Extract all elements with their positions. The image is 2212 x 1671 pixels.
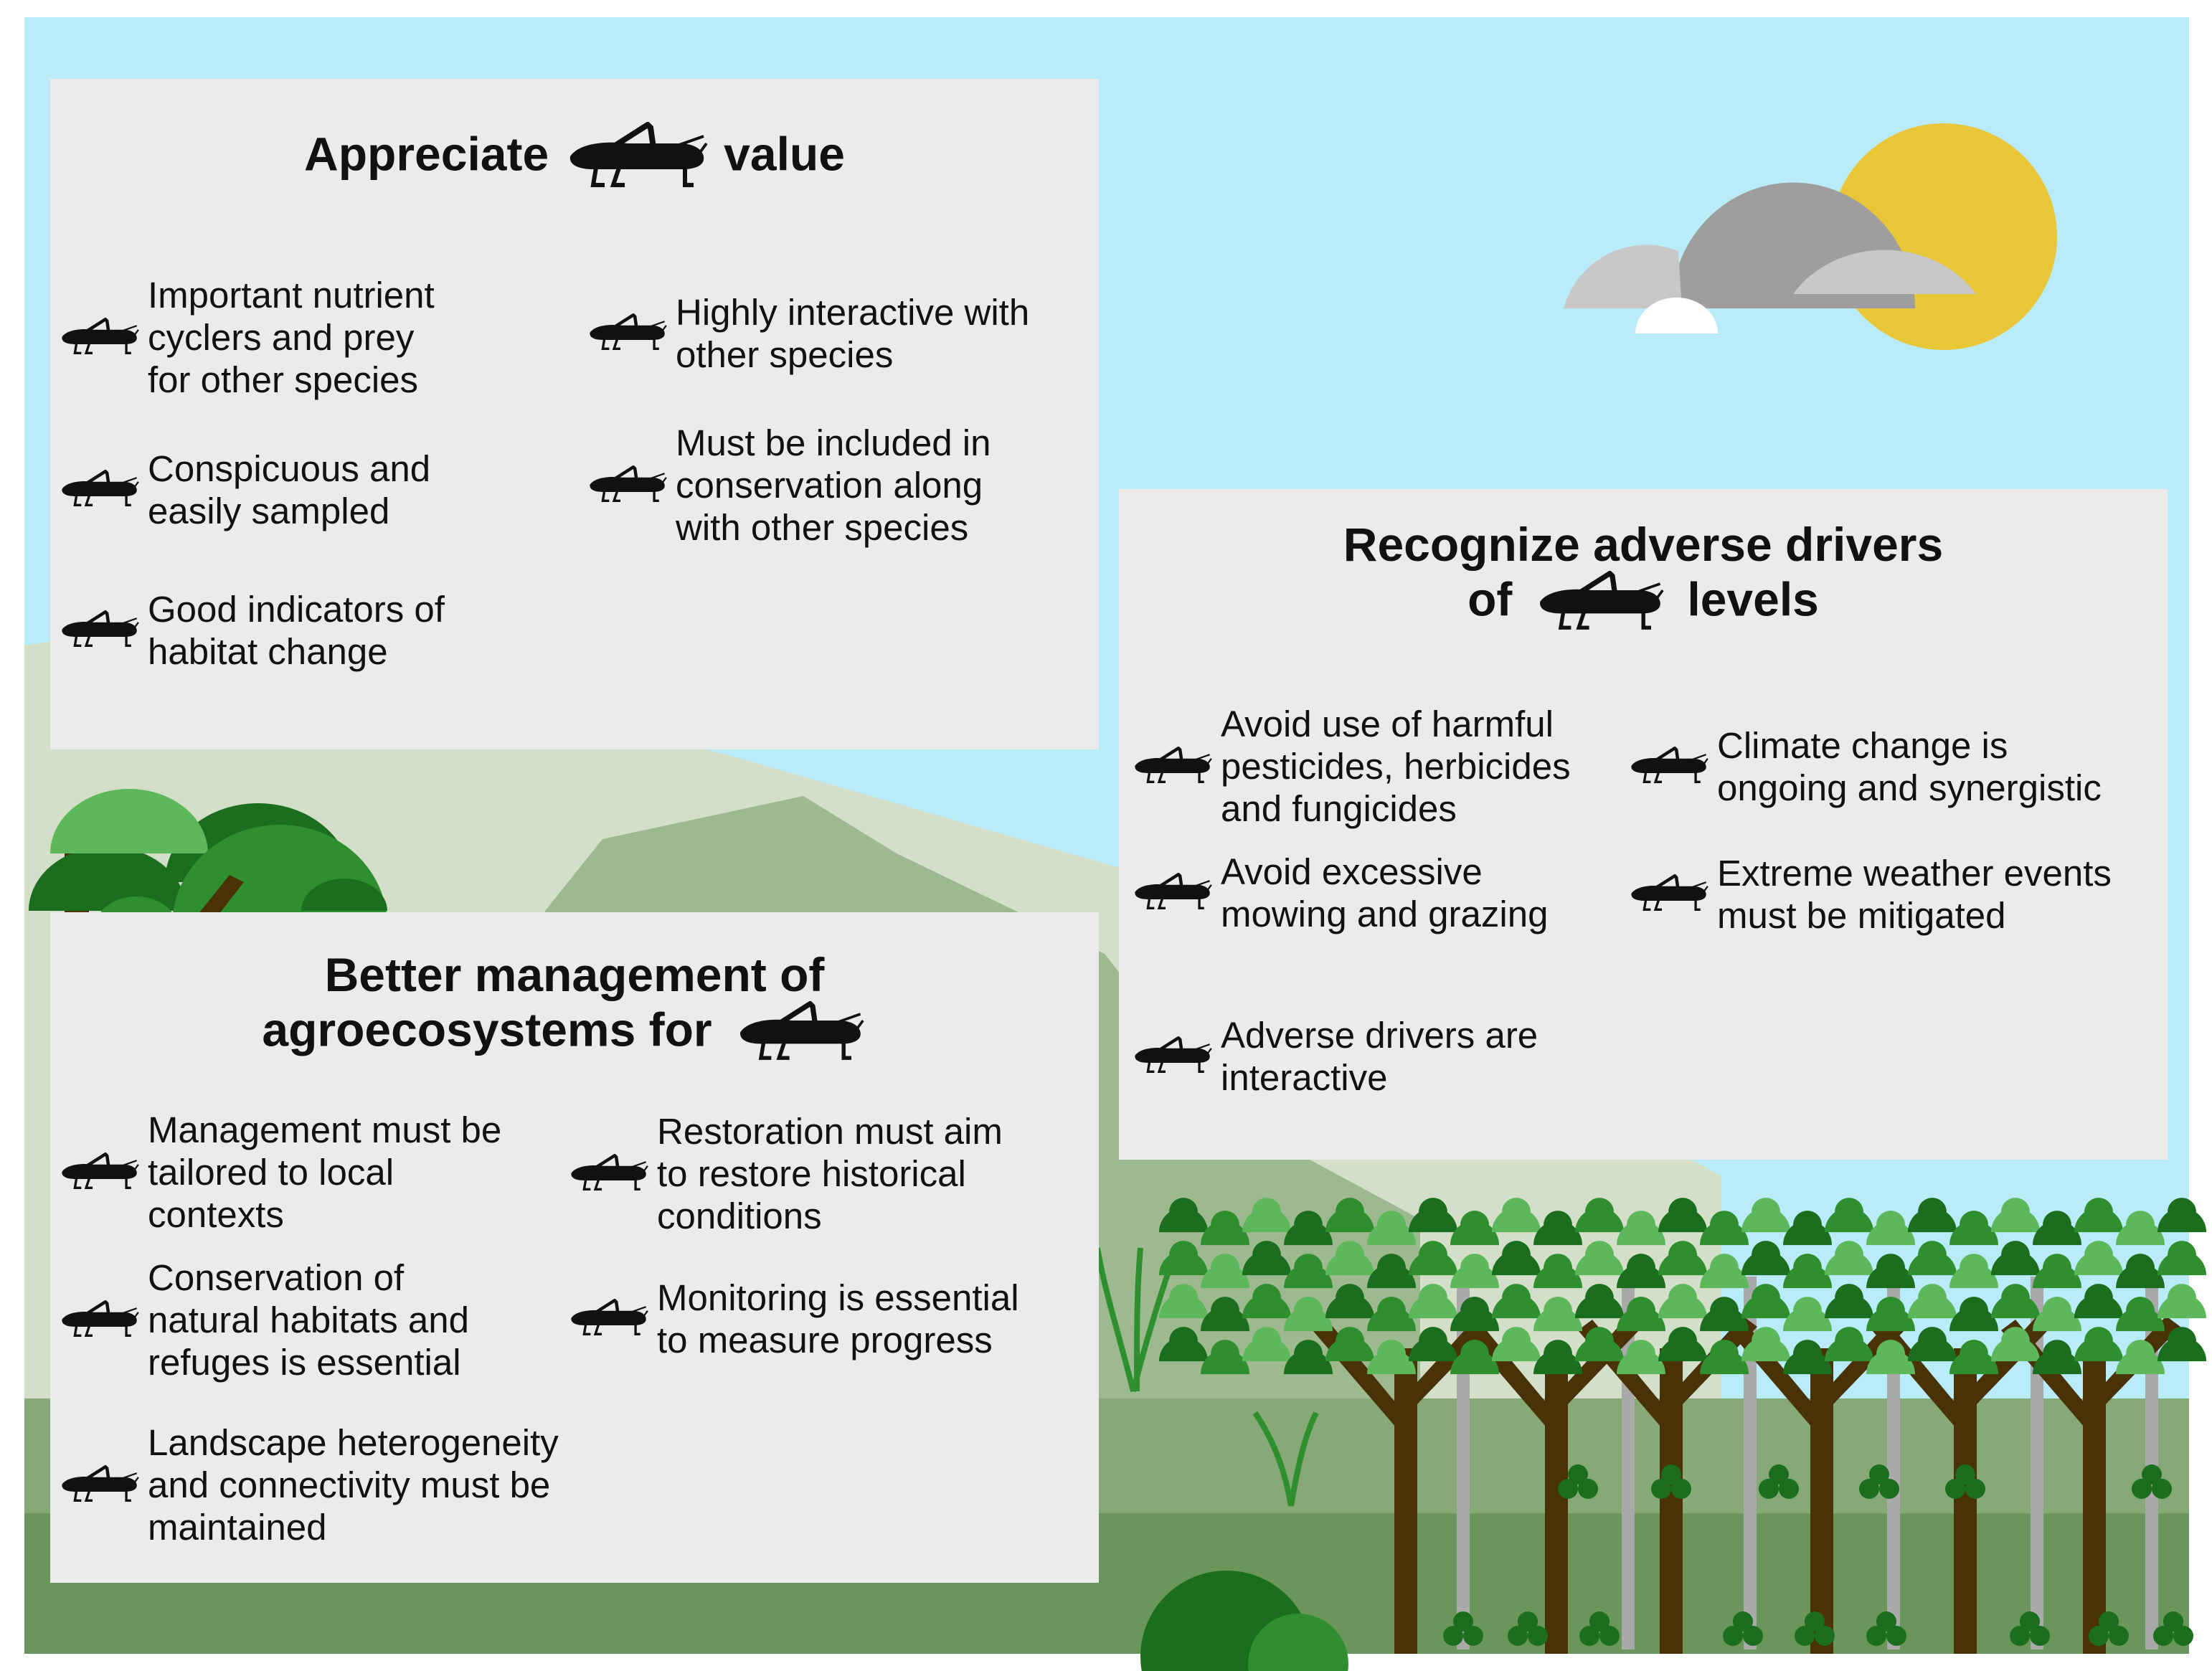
panel-title: Appreciate value — [50, 122, 1099, 194]
item-text: Landscape heterogeneity and connectivity… — [148, 1422, 559, 1548]
item-text: Good indicators of habitat change — [148, 589, 445, 672]
grasshopper-icon — [728, 1001, 871, 1066]
item-text: Avoid excessive mowing and grazing — [1221, 851, 1549, 934]
grasshopper-icon — [1132, 747, 1212, 787]
item-text: Important nutrient cyclers and prey for … — [148, 275, 435, 400]
list-item: Avoid use of harmful pesticides, herbici… — [1132, 703, 1571, 830]
title-text: of — [1467, 572, 1513, 626]
panel-adverse-drivers: Recognize adverse drivers of levels Avoid… — [1119, 489, 2168, 1160]
list-item: Restoration must aim to restore historic… — [568, 1110, 1003, 1237]
item-text: Climate change is ongoing and synergisti… — [1717, 725, 2102, 808]
item-text: Conservation of natural habitats and ref… — [148, 1257, 469, 1383]
item-text: Extreme weather events must be mitigated — [1717, 853, 2112, 936]
item-text: Must be included in conservation along w… — [676, 422, 991, 548]
list-item: Management must be tailored to local con… — [59, 1109, 501, 1236]
tree-cluster-left — [29, 789, 387, 1004]
item-text: Restoration must aim to restore historic… — [657, 1111, 1003, 1236]
grasshopper-icon — [59, 318, 139, 358]
item-text: Avoid use of harmful pesticides, herbici… — [1221, 704, 1571, 829]
grasshopper-icon — [568, 1154, 648, 1194]
grasshopper-icon — [564, 122, 708, 194]
list-item: Highly interactive with other species — [587, 291, 1029, 376]
item-text: Management must be tailored to local con… — [148, 1109, 502, 1235]
sun-cloud-icon — [1564, 123, 2057, 350]
list-item: Good indicators of habitat change — [59, 588, 445, 673]
list-item: Avoid excessive mowing and grazing — [1132, 851, 1548, 935]
panel-title: Recognize adverse drivers of levels — [1119, 518, 2168, 635]
grasshopper-icon — [1132, 873, 1212, 913]
panel-title: Better management of agroecosystems for — [50, 948, 1099, 1066]
grass-icon — [1095, 1246, 1319, 1507]
grasshopper-icon — [59, 610, 139, 650]
title-text: value — [724, 127, 845, 181]
list-item: Conspicuous and easily sampled — [59, 448, 430, 532]
list-item: Must be included in conservation along w… — [587, 422, 991, 549]
list-item: Conservation of natural habitats and ref… — [59, 1256, 469, 1383]
grasshopper-icon — [1628, 874, 1708, 914]
title-text: agroecosystems for — [262, 1003, 712, 1056]
item-text: Monitoring is essential to measure progr… — [657, 1277, 1019, 1360]
list-item: Extreme weather events must be mitigated — [1628, 852, 2112, 937]
list-item: Monitoring is essential to measure progr… — [568, 1277, 1019, 1361]
grasshopper-icon — [59, 470, 139, 510]
grasshopper-icon — [59, 1465, 139, 1505]
item-text: Adverse drivers are interactive — [1221, 1015, 1539, 1098]
list-item: Important nutrient cyclers and prey for … — [59, 274, 435, 401]
grasshopper-icon — [1628, 747, 1708, 787]
item-text: Highly interactive with other species — [676, 292, 1030, 375]
grasshopper-icon — [59, 1152, 139, 1193]
title-text: Better management of — [324, 948, 825, 1001]
title-text: Appreciate — [304, 127, 549, 181]
grasshopper-icon — [587, 465, 667, 506]
title-text: levels — [1687, 572, 1819, 626]
grasshopper-icon — [1132, 1036, 1212, 1076]
list-item: Climate change is ongoing and synergisti… — [1628, 724, 2102, 809]
title-text: Recognize adverse drivers — [1343, 518, 1944, 571]
grasshopper-icon — [568, 1299, 648, 1339]
grasshopper-icon — [1528, 571, 1671, 635]
list-item: Adverse drivers are interactive — [1132, 1014, 1538, 1099]
panel-appreciate-value: Appreciate value Important nutrient cycle… — [50, 79, 1099, 749]
item-text: Conspicuous and easily sampled — [148, 448, 431, 531]
grasshopper-icon — [59, 1300, 139, 1340]
grasshopper-icon — [587, 313, 667, 354]
list-item: Landscape heterogeneity and connectivity… — [59, 1421, 559, 1548]
orchard — [1159, 1198, 2206, 1654]
panel-better-management: Better management of agroecosystems for … — [50, 912, 1099, 1583]
